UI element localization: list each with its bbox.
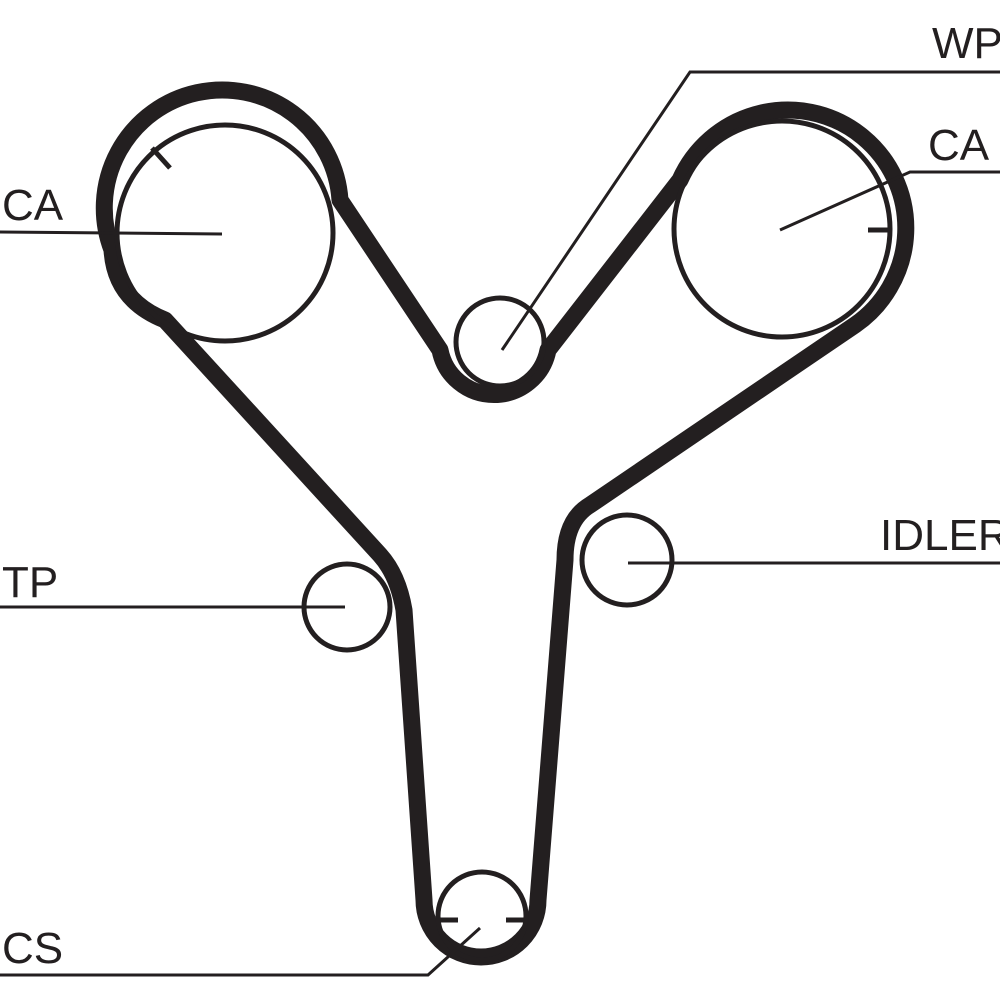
crankshaft-sprocket [435, 869, 529, 963]
label-camshaft-left: CA [2, 181, 64, 230]
label-idler: IDLER [880, 511, 1000, 560]
leader-line-ca-left [0, 230, 223, 236]
leader-line-wp [500, 70, 1000, 351]
label-water-pump: WP [932, 19, 1000, 68]
label-crankshaft: CS [2, 924, 63, 973]
camshaft-pulley-right [671, 118, 893, 340]
idler-pulley [579, 512, 675, 608]
leader-line-ca-right [779, 170, 1000, 232]
label-camshaft-right: CA [928, 121, 990, 170]
water-pump-pulley [453, 295, 547, 389]
timing-belt [95, 81, 915, 966]
timing-mark-left [150, 146, 172, 170]
label-tensioner: TP [2, 558, 58, 607]
leader-line-cs [0, 926, 482, 977]
